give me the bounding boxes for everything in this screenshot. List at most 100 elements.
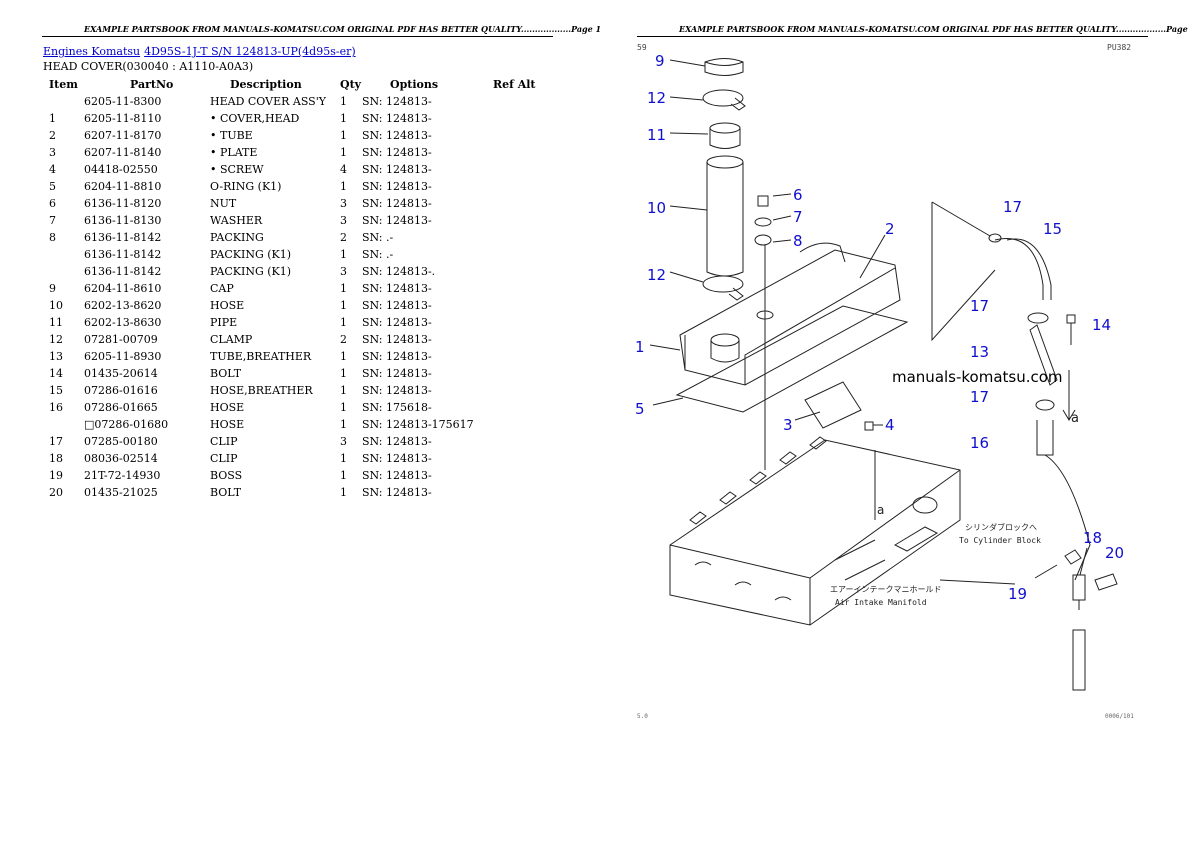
cell-item: 16 bbox=[49, 401, 63, 414]
parts-table: Item PartNo Description Qty Options Ref … bbox=[43, 76, 543, 501]
cell-item: 9 bbox=[49, 282, 56, 295]
cell-description: CLIP bbox=[210, 452, 238, 465]
cell-item: 4 bbox=[49, 163, 56, 176]
cell-item: 14 bbox=[49, 367, 63, 380]
cell-description: WASHER bbox=[210, 214, 263, 227]
cell-qty: 1 bbox=[340, 282, 347, 295]
cell-item bbox=[43, 246, 84, 263]
callout-15: 15 bbox=[1043, 220, 1062, 238]
part-bolt-14-shape bbox=[1066, 314, 1076, 345]
breadcrumb-link-engines[interactable]: Engines Komatsu bbox=[43, 45, 141, 58]
cell-qty: 1 bbox=[340, 299, 347, 312]
part-hose-shape bbox=[706, 162, 744, 277]
cell-options: SN: 124813- bbox=[362, 180, 432, 193]
label-to-cylinder-block: To Cylinder Block bbox=[959, 536, 1041, 545]
cell-options: SN: 124813- bbox=[362, 435, 432, 448]
cell-item: 3 bbox=[49, 146, 56, 159]
cell-qty: 1 bbox=[340, 469, 347, 482]
cell-refalt bbox=[493, 212, 543, 229]
callout-10: 10 bbox=[647, 199, 666, 217]
cell-refalt bbox=[493, 365, 543, 382]
cell-options: SN: 124813- bbox=[362, 384, 432, 397]
cell-qty: 3 bbox=[340, 197, 347, 210]
callout-16: 16 bbox=[970, 434, 989, 452]
cell-options: SN: 124813- bbox=[362, 197, 432, 210]
cell-item: 8 bbox=[49, 231, 56, 244]
callout-14: 14 bbox=[1092, 316, 1111, 334]
cell-refalt bbox=[493, 399, 543, 416]
header-rule bbox=[637, 36, 1148, 37]
cell-options: SN: 124813- bbox=[362, 469, 432, 482]
page-1: EXAMPLE PARTSBOOK FROM MANUALS-KOMATSU.C… bbox=[42, 24, 601, 501]
part-breather-hose-shape bbox=[994, 238, 1044, 300]
cell-partno: 6202-13-8620 bbox=[84, 299, 162, 312]
cell-options: SN: 175618- bbox=[362, 401, 432, 414]
cell-description: • SCREW bbox=[210, 163, 264, 176]
callout-20: 20 bbox=[1105, 544, 1124, 562]
header-rule bbox=[42, 36, 553, 37]
part-boss-shape bbox=[1064, 549, 1082, 565]
cell-description: BOSS bbox=[210, 469, 243, 482]
cell-refalt bbox=[493, 161, 543, 178]
cell-item: 10 bbox=[49, 299, 63, 312]
callout-12-top: 12 bbox=[647, 89, 666, 107]
cell-refalt bbox=[493, 93, 543, 110]
cell-options: SN: 124813- bbox=[362, 486, 432, 499]
cell-refalt bbox=[493, 178, 543, 195]
cell-options: SN: 124813- bbox=[362, 316, 432, 329]
cell-description: CLIP bbox=[210, 435, 238, 448]
cell-partno: 07286-01616 bbox=[84, 384, 158, 397]
cell-partno: 6136-11-8142 bbox=[84, 231, 162, 244]
callout-12-bottom: 12 bbox=[647, 266, 666, 284]
cell-qty: 1 bbox=[340, 384, 347, 397]
cell-options: SN: .- bbox=[362, 248, 394, 261]
callout-7: 7 bbox=[793, 208, 803, 226]
cell-description: PIPE bbox=[210, 316, 238, 329]
cell-item: 15 bbox=[49, 384, 63, 397]
cell-partno: 6205-11-8110 bbox=[84, 112, 162, 125]
page-2: EXAMPLE PARTSBOOK FROM MANUALS-KOMATSU.C… bbox=[595, 0, 1190, 842]
part-bolt-20-shape bbox=[1094, 573, 1118, 591]
callout-17-low: 17 bbox=[970, 388, 989, 406]
cell-options: SN: 124813- bbox=[362, 282, 432, 295]
col-options: Options bbox=[390, 78, 439, 91]
cell-refalt bbox=[493, 416, 543, 433]
page-header: EXAMPLE PARTSBOOK FROM MANUALS-KOMATSU.C… bbox=[679, 24, 1190, 34]
cell-refalt bbox=[493, 331, 543, 348]
cell-description: CLAMP bbox=[210, 333, 253, 346]
cell-qty: 1 bbox=[340, 316, 347, 329]
cell-description: TUBE,BREATHER bbox=[210, 350, 312, 363]
callout-8: 8 bbox=[793, 232, 803, 250]
cell-refalt bbox=[493, 484, 543, 501]
cell-qty: 1 bbox=[340, 248, 347, 261]
cell-partno: 6136-11-8142 bbox=[84, 265, 162, 278]
cell-description: BOLT bbox=[210, 486, 242, 499]
cell-item: 6 bbox=[49, 197, 56, 210]
col-partno: PartNo bbox=[130, 78, 174, 91]
cell-qty: 1 bbox=[340, 129, 347, 142]
exploded-parts-diagram: 9 12 11 10 12 1 5 6 7 8 2 3 4 17 15 17 1… bbox=[635, 43, 1134, 720]
breadcrumb-link-model[interactable]: 4D95S-1J-T S/N 124813-UP(4d95s-er) bbox=[144, 45, 356, 58]
marker-a-right: a bbox=[1071, 411, 1079, 426]
cell-qty: 3 bbox=[340, 214, 347, 227]
cell-partno: 6205-11-8300 bbox=[84, 95, 162, 108]
callout-18: 18 bbox=[1083, 529, 1102, 547]
part-clamp-shape bbox=[702, 89, 744, 107]
cell-partno: 6136-11-8142 bbox=[84, 248, 162, 261]
page-header: EXAMPLE PARTSBOOK FROM MANUALS-KOMATSU.C… bbox=[84, 24, 602, 34]
cell-options: SN: 124813- bbox=[362, 163, 432, 176]
part-gasket-shape bbox=[675, 305, 909, 413]
cell-item bbox=[43, 416, 84, 433]
callout-17-mid: 17 bbox=[970, 297, 989, 315]
